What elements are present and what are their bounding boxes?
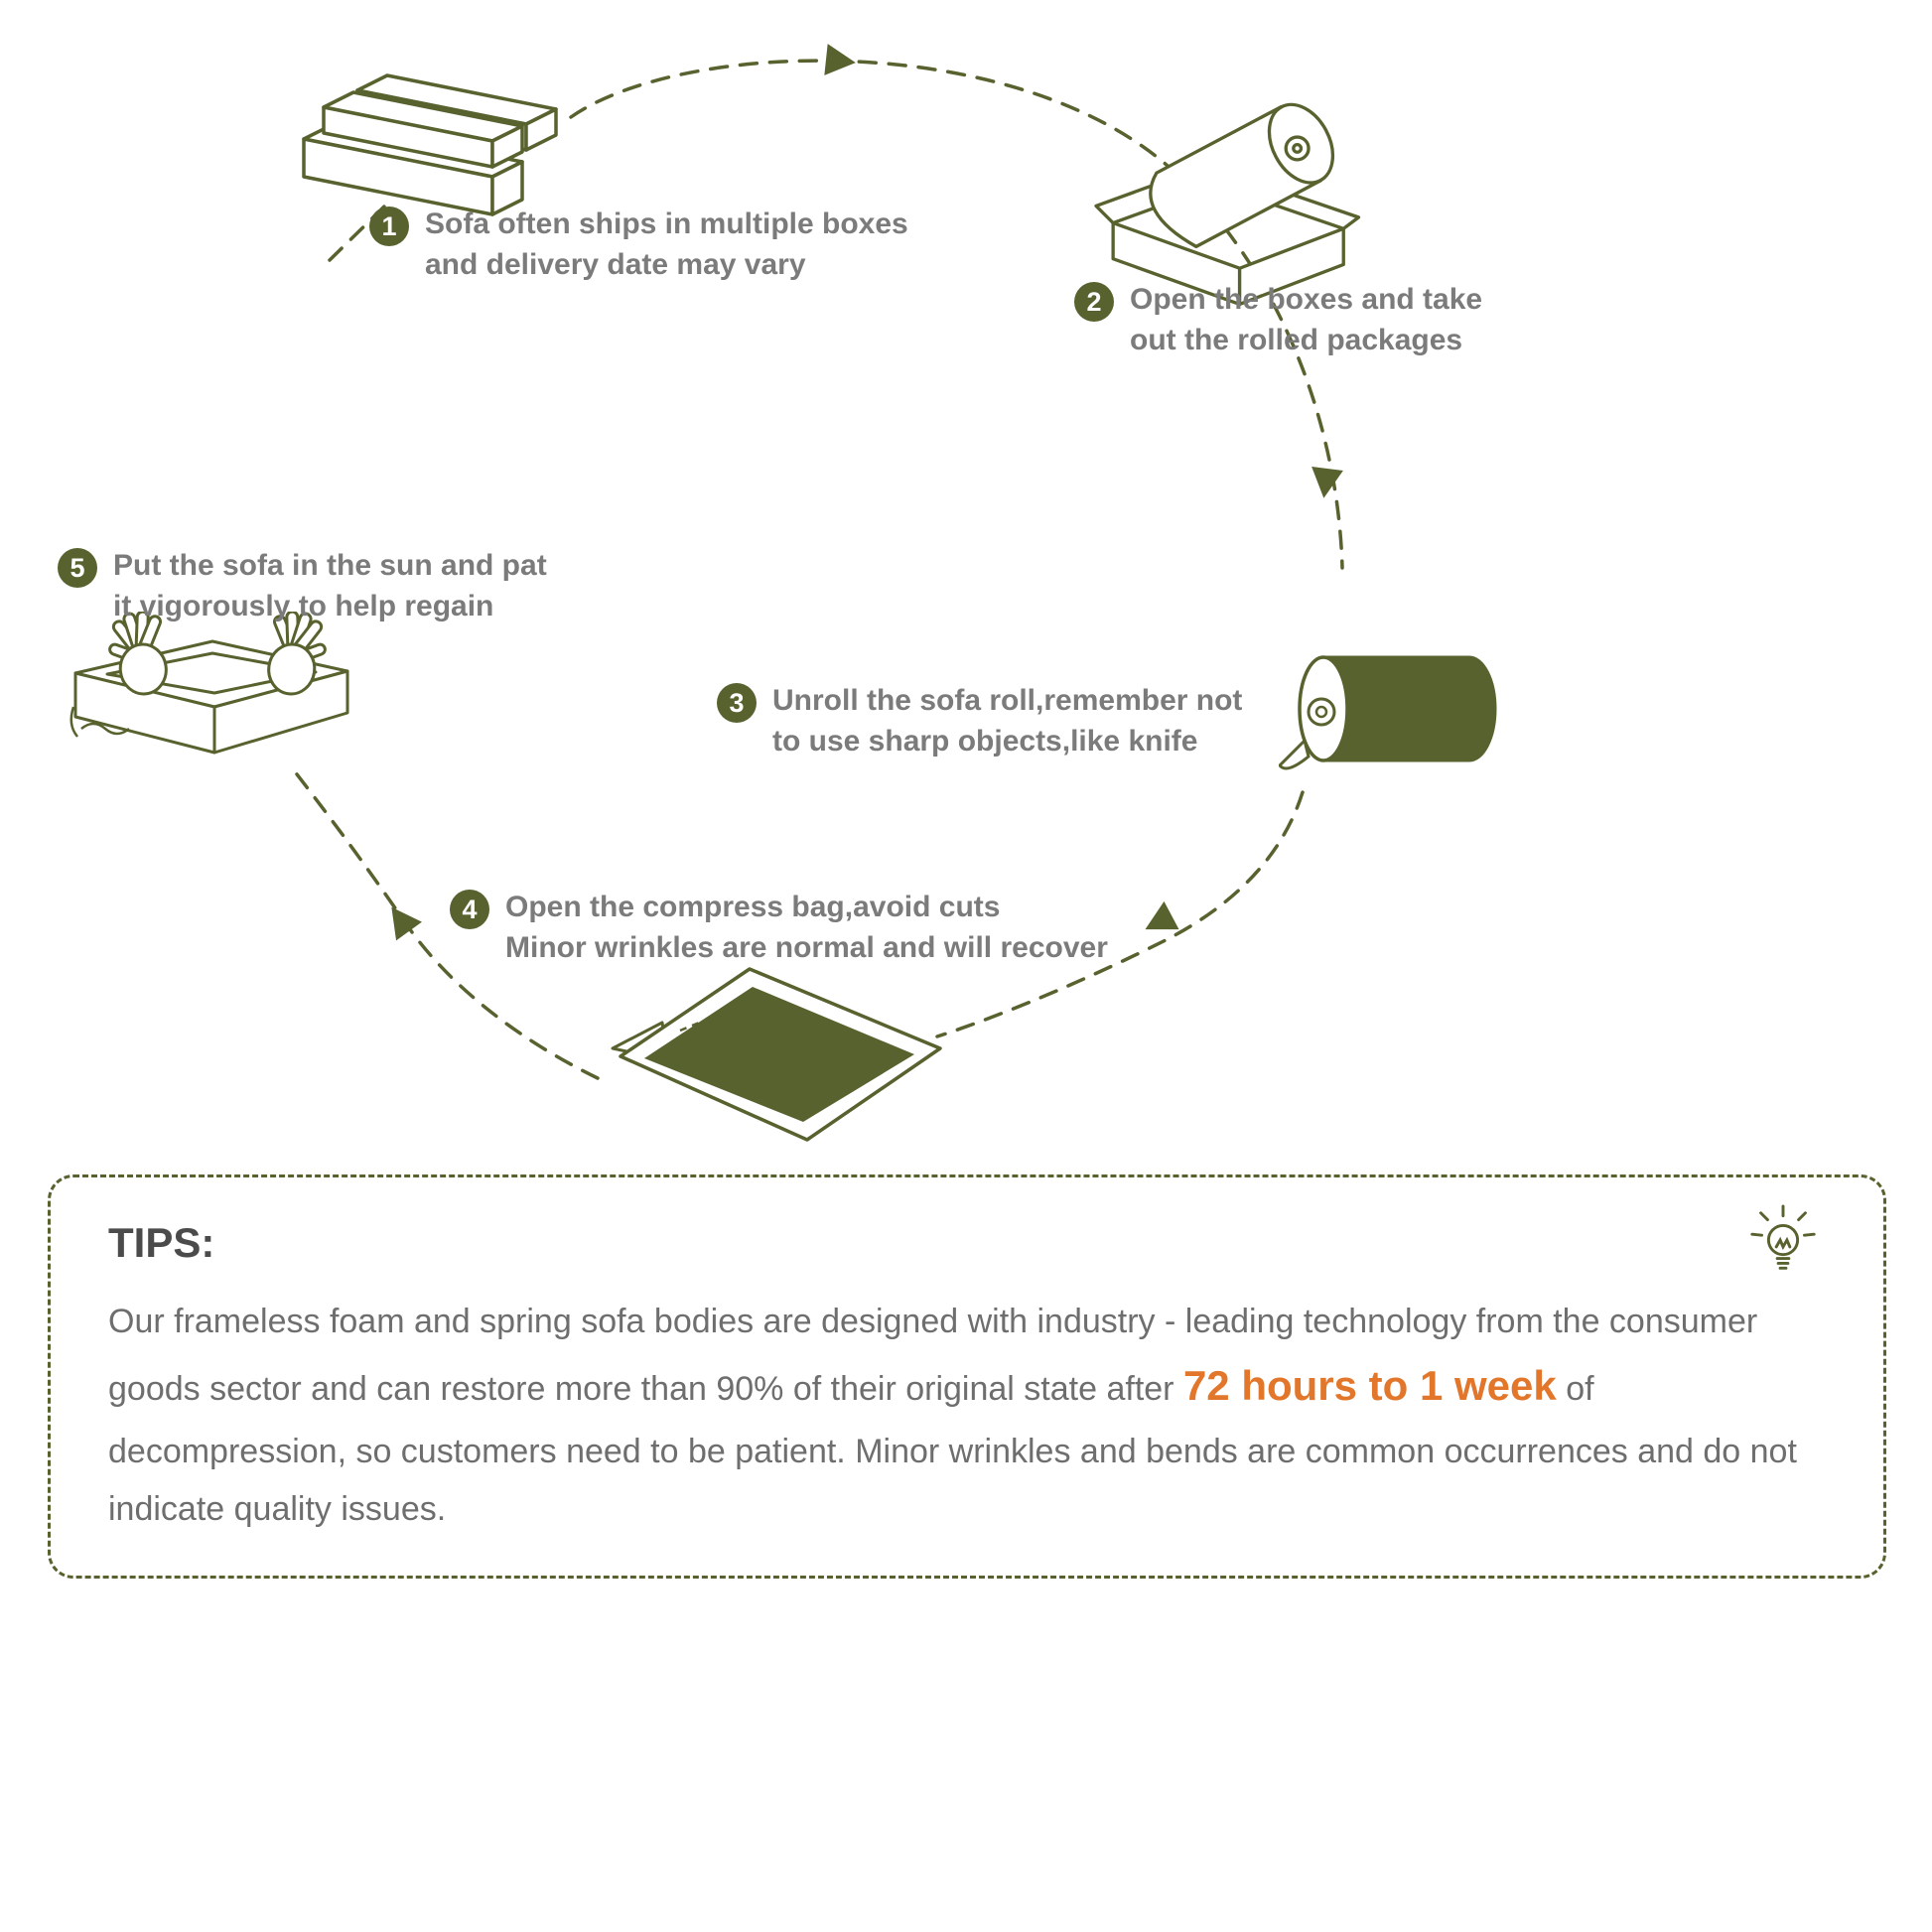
roll-body xyxy=(1321,655,1497,762)
compress-bag-icon xyxy=(611,967,942,1142)
sofa-patting-icon xyxy=(69,612,349,755)
tips-box: TIPS: Our frameless foam and spring sofa… xyxy=(48,1174,1886,1579)
arrowhead-bottom-right xyxy=(1145,900,1179,930)
bag-seam xyxy=(679,997,759,1033)
box-front xyxy=(1237,226,1345,307)
lightbulb-icon xyxy=(1750,1204,1816,1270)
step-3-badge: 3 xyxy=(717,683,757,723)
arrowhead-top xyxy=(824,44,856,75)
sofa-wrinkles xyxy=(80,722,130,736)
tips-title: TIPS: xyxy=(108,1219,215,1266)
shipping-boxes-icon xyxy=(302,73,558,216)
tips-body-before: Our frameless foam and spring sofa bodie… xyxy=(108,1303,1758,1409)
roll-spiral xyxy=(1307,697,1336,727)
sofa-roll-icon xyxy=(1279,655,1497,770)
step-1: 1 Sofa often ships in multiple boxes and… xyxy=(369,205,908,285)
step-5-text-line1: Put the sofa in the sun and pat xyxy=(113,549,547,582)
step-1-badge: 1 xyxy=(369,207,409,246)
left-hand-icon xyxy=(108,612,168,696)
sofa-wrinkles xyxy=(69,706,78,738)
step-3-text-line1: Unroll the sofa roll,remember not xyxy=(772,684,1243,717)
step-2-text-line1: Open the boxes and take xyxy=(1130,283,1483,316)
tips-body-after: of decompression, so customers need to b… xyxy=(108,1370,1797,1529)
bag-contents xyxy=(644,987,914,1122)
roll-spiral xyxy=(1292,142,1304,154)
step-4-badge: 4 xyxy=(450,890,489,929)
roll-spiral xyxy=(1284,135,1311,162)
step-4-text-line1: Open the compress bag,avoid cuts xyxy=(505,891,1001,923)
roll-flap xyxy=(1279,738,1311,770)
step-5-badge: 5 xyxy=(58,548,97,588)
open-box-with-roll-icon xyxy=(1094,102,1361,307)
roll-end xyxy=(1298,655,1349,762)
step-4-text-line2: Minor wrinkles are normal and will recov… xyxy=(505,930,1108,964)
arrowhead-right xyxy=(1311,467,1343,498)
step-3-text-line2: to use sharp objects,like knife xyxy=(772,724,1198,758)
arrowhead-bottom-left xyxy=(391,906,422,941)
step-5-text-line2: it vigorously to help regain xyxy=(113,589,494,622)
step-2: 2 Open the boxes and take out the rolled… xyxy=(1074,280,1482,360)
roll-spiral xyxy=(1314,705,1328,719)
step-4: 4 Open the compress bag,avoid cuts Minor… xyxy=(450,888,1108,968)
step-5: 5 Put the sofa in the sun and pat it vig… xyxy=(58,546,547,626)
step-1-text-line2: and delivery date may vary xyxy=(425,247,806,281)
step-2-badge: 2 xyxy=(1074,282,1114,322)
tips-body: Our frameless foam and spring sofa bodie… xyxy=(108,1293,1826,1539)
step-1-text-line1: Sofa often ships in multiple boxes xyxy=(425,207,908,240)
roll-end xyxy=(1267,102,1335,185)
step-2-text-line2: out the rolled packages xyxy=(1130,323,1463,356)
step-3: 3 Unroll the sofa roll,remember not to u… xyxy=(717,681,1242,761)
right-hand-icon xyxy=(267,612,327,696)
tips-highlight: 72 hours to 1 week xyxy=(1182,1362,1557,1410)
